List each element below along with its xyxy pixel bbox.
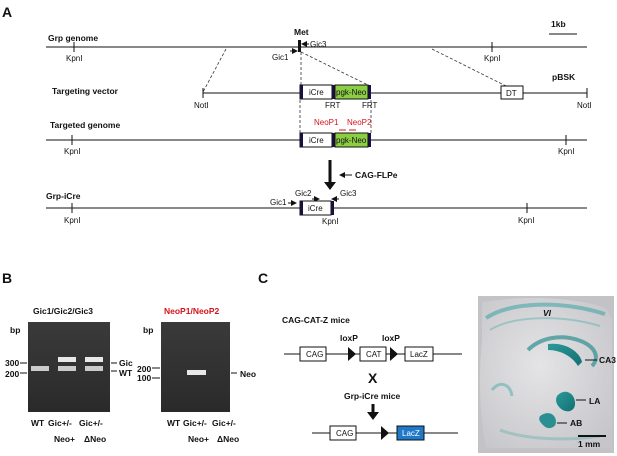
gel2-bp: bp — [143, 325, 153, 335]
gel1-band-wt: WT — [119, 368, 133, 378]
targeted-genome-title: Targeted genome — [50, 120, 120, 130]
icre-label-final: iCre — [308, 204, 323, 213]
dt-label: DT — [506, 89, 517, 98]
scale-bar-label: 1kb — [551, 19, 566, 29]
gel2-lane-4: Neo+ — [188, 434, 209, 444]
gic3-label-bottom: Gic3 — [340, 189, 357, 198]
grp-genome-kpn-right: KpnI — [484, 54, 500, 63]
cat-box — [359, 346, 387, 362]
panel-label-c: C — [258, 270, 268, 286]
not-right: NotI — [577, 101, 592, 110]
gic2-label: Gic2 — [295, 189, 312, 198]
neo-label-vector: pgk-Neo — [336, 88, 367, 97]
gel2-lane-3: Gic+/- — [212, 418, 236, 428]
neop1-label: NeoP1 — [314, 118, 339, 127]
targeting-vector-title: Targeting vector — [52, 86, 119, 96]
panel-label-a: A — [2, 4, 12, 20]
cag-box-2 — [329, 425, 357, 441]
gel1-ladder-200: 200 — [5, 369, 19, 379]
gel2-lane-5: ΔNeo — [217, 434, 239, 444]
grp-icre-mice: Grp-iCre mice — [344, 391, 400, 401]
gel1-lane-3: Gic+/- — [79, 418, 103, 428]
cross-x: X — [368, 370, 378, 386]
grp-genome-kpn-left: KpnI — [66, 54, 82, 63]
gel2-lane-1: WT — [167, 418, 181, 428]
pbsk-label: pBSK — [552, 72, 576, 82]
gic3-label-top: Gic3 — [310, 40, 327, 49]
brain-scale-label: 1 mm — [578, 439, 601, 449]
met-label: Met — [294, 27, 309, 37]
loxp-2: loxP — [382, 333, 400, 343]
icre-label-targeted: iCre — [309, 136, 324, 145]
icre-label-vector: iCre — [309, 88, 324, 97]
gel1-band-gic: Gic — [119, 358, 133, 368]
lacz-label-1: LacZ — [410, 350, 428, 359]
cat-label: CAT — [366, 350, 382, 359]
gic1-label-top: Gic1 — [272, 53, 289, 62]
brain-label-ca3: CA3 — [599, 355, 616, 365]
grp-icre-title: Grp-iCre — [46, 191, 81, 201]
loxp-triangle-3 — [381, 426, 389, 440]
gel1-bp: bp — [10, 325, 20, 335]
brain-label-vi: VI — [543, 308, 552, 318]
lacz-label-2: LacZ — [402, 429, 420, 438]
grp-genome-title: Grp genome — [48, 33, 98, 43]
lacz-box-1 — [404, 346, 434, 362]
gel1-lane-5: ΔNeo — [84, 434, 106, 444]
gel2-image — [161, 322, 230, 412]
gel2-band-neo: Neo — [240, 369, 256, 379]
not-left: NotI — [194, 101, 209, 110]
loxp-triangle-2 — [390, 347, 398, 361]
gel2-title: NeoP1/NeoP2 — [164, 306, 220, 316]
gel1-title: Gic1/Gic2/Gic3 — [33, 306, 93, 316]
gel1-lane-2: Gic+/- — [48, 418, 72, 428]
loxp-1: loxP — [340, 333, 358, 343]
gel1-lane-4: Neo+ — [54, 434, 75, 444]
gel1-ladder-300: 300 — [5, 358, 19, 368]
panel-label-b: B — [2, 270, 12, 286]
dt-box — [500, 85, 524, 100]
frt-label-2: FRT — [362, 101, 378, 110]
neop2-label: NeoP2 — [347, 118, 372, 127]
cag-box-1 — [299, 346, 327, 362]
neo-label-targeted: pgk-Neo — [336, 136, 367, 145]
cag-label-2: CAG — [336, 429, 353, 438]
gel1-lane-1: WT — [31, 418, 45, 428]
loxp-triangle-1 — [348, 347, 356, 361]
lacz-box-2 — [396, 425, 425, 441]
gel2-lane-2: Gic+/- — [183, 418, 207, 428]
brain-section — [478, 296, 614, 453]
cag-label-1: CAG — [306, 350, 323, 359]
targeted-kpn-right: KpnI — [558, 147, 574, 156]
gel2-ladder-100: 100 — [137, 373, 151, 383]
grp-icre-kpn-mid: KpnI — [322, 217, 338, 226]
grp-icre-kpn-right: KpnI — [518, 216, 534, 225]
gic1-label-bottom: Gic1 — [270, 198, 287, 207]
frt-label-1: FRT — [325, 101, 341, 110]
brain-label-la: LA — [589, 396, 600, 406]
cag-cat-z-mice: CAG-CAT-Z mice — [282, 315, 350, 325]
grp-icre-kpn-left: KpnI — [64, 216, 80, 225]
brain-label-ab: AB — [570, 418, 582, 428]
met-exon — [298, 40, 301, 52]
gel2-ladder-200: 200 — [137, 364, 151, 374]
flpe-label: CAG-FLPe — [355, 170, 398, 180]
targeted-kpn-left: KpnI — [64, 147, 80, 156]
